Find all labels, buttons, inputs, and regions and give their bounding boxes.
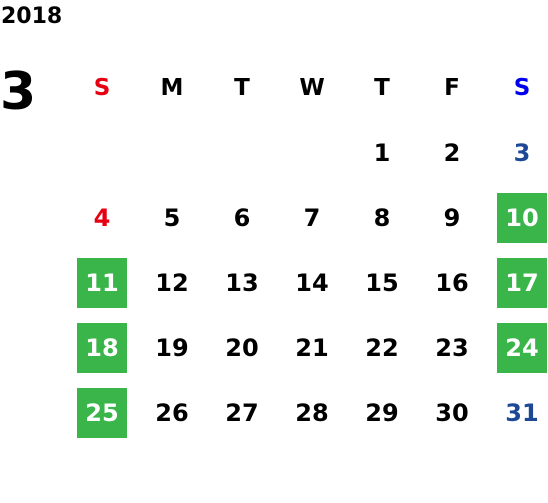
day-cell: 10: [487, 185, 548, 250]
day-cell: 31: [487, 380, 548, 445]
day-cell: 29: [347, 380, 417, 445]
day-number: 23: [435, 333, 469, 362]
month-label: 3: [0, 62, 37, 122]
day-number: 11: [77, 257, 127, 308]
day-cell: 20: [207, 315, 277, 380]
day-number: 29: [365, 398, 399, 427]
day-number: 14: [295, 268, 329, 297]
day-number: 16: [435, 268, 469, 297]
day-number: 19: [155, 333, 189, 362]
day-cell: 27: [207, 380, 277, 445]
day-number: 17: [497, 257, 547, 308]
weekday-header-tue: T: [234, 74, 250, 101]
weekday-header-wed: W: [299, 74, 325, 101]
day-number: 9: [443, 203, 461, 232]
day-cell: 21: [277, 315, 347, 380]
day-number: 4: [93, 203, 111, 232]
day-cell: 1: [347, 120, 417, 185]
day-cell: 28: [277, 380, 347, 445]
day-cell: 12: [137, 250, 207, 315]
day-number: 15: [365, 268, 399, 297]
day-number: 18: [77, 322, 127, 373]
day-cell: 22: [347, 315, 417, 380]
day-cell: 5: [137, 185, 207, 250]
day-number: 8: [373, 203, 391, 232]
day-cell: 2: [417, 120, 487, 185]
day-number: 3: [513, 138, 531, 167]
day-cell: 30: [417, 380, 487, 445]
empty-day-cell: [67, 120, 137, 185]
day-number: 25: [77, 387, 127, 438]
day-number: 13: [225, 268, 259, 297]
day-number: 24: [497, 322, 547, 373]
day-number: 20: [225, 333, 259, 362]
day-number: [287, 128, 337, 178]
day-cell: 8: [347, 185, 417, 250]
day-number: 10: [497, 192, 547, 243]
day-number: 26: [155, 398, 189, 427]
day-cell: 3: [487, 120, 548, 185]
empty-day-cell: [277, 120, 347, 185]
day-cell: 23: [417, 315, 487, 380]
day-cell: 16: [417, 250, 487, 315]
weekday-header-fri: F: [444, 74, 460, 101]
day-cell: 6: [207, 185, 277, 250]
day-cell: 19: [137, 315, 207, 380]
day-cell: 25: [67, 380, 137, 445]
day-number: 5: [163, 203, 181, 232]
day-number: 6: [233, 203, 251, 232]
day-number: [77, 128, 127, 178]
day-cell: 18: [67, 315, 137, 380]
day-cell: 13: [207, 250, 277, 315]
day-number: 30: [435, 398, 469, 427]
day-cell: 11: [67, 250, 137, 315]
weekday-header-thu: T: [374, 74, 390, 101]
empty-day-cell: [137, 120, 207, 185]
year-label: 2018: [1, 4, 63, 29]
weekday-header-sat: S: [513, 74, 531, 101]
weekday-header-mon: M: [160, 74, 184, 101]
day-cell: 15: [347, 250, 417, 315]
day-cell: 14: [277, 250, 347, 315]
day-number: [147, 128, 197, 178]
day-number: 27: [225, 398, 259, 427]
empty-day-cell: [207, 120, 277, 185]
day-number: 21: [295, 333, 329, 362]
day-cell: 7: [277, 185, 347, 250]
day-number: [217, 128, 267, 178]
day-cell: 4: [67, 185, 137, 250]
day-cell: 24: [487, 315, 548, 380]
day-cell: 17: [487, 250, 548, 315]
day-number: 31: [505, 398, 539, 427]
day-number: 22: [365, 333, 399, 362]
day-number: 7: [303, 203, 321, 232]
weekday-header-sun: S: [93, 74, 111, 101]
day-number: 1: [373, 138, 391, 167]
day-cell: 9: [417, 185, 487, 250]
day-cell: 26: [137, 380, 207, 445]
day-number: 2: [443, 138, 461, 167]
day-number: 12: [155, 268, 189, 297]
day-number: 28: [295, 398, 329, 427]
